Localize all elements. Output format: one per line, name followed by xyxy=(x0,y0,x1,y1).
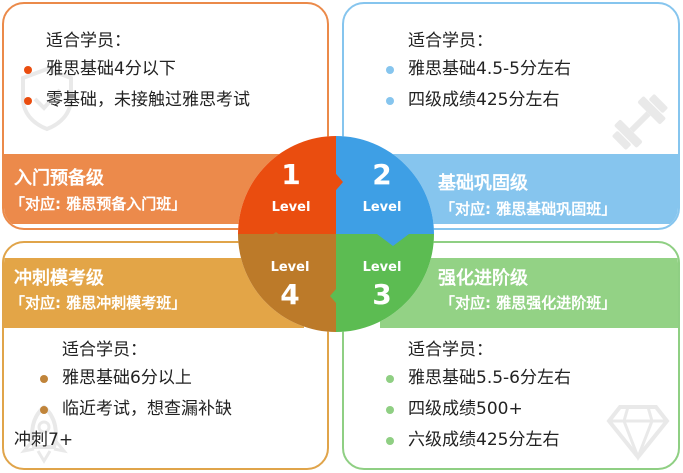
bullet-icon xyxy=(386,406,394,414)
shield-check-icon xyxy=(18,66,76,136)
list-item: 四级成绩425分左右 xyxy=(384,85,571,116)
bullet-icon xyxy=(386,66,394,74)
bullet-icon xyxy=(24,97,32,105)
bullet-icon xyxy=(24,66,32,74)
bullet-icon xyxy=(40,406,48,414)
list-item: 雅思基础6分以上 xyxy=(38,363,232,394)
level-1-label: Level xyxy=(271,200,311,215)
arrow-down-icon xyxy=(377,234,409,246)
arrow-right-icon xyxy=(331,168,343,196)
bullet-icon xyxy=(40,375,48,383)
arrow-left-icon xyxy=(330,282,342,310)
criteria-heading: 适合学员： xyxy=(62,340,147,360)
bullet-icon xyxy=(386,375,394,383)
list-item: 雅思基础4分以下 xyxy=(22,54,250,85)
level-1-number: 1 xyxy=(281,158,301,191)
level-4-number: 4 xyxy=(280,278,300,311)
rocket-icon xyxy=(16,403,72,468)
level-4-title: 冲刺模考级 xyxy=(14,268,104,289)
level-3-criteria: 适合学员： 雅思基础5.5-6分左右 四级成绩500+ 六级成绩425分左右 xyxy=(384,335,571,456)
level-1-title: 入门预备级 xyxy=(14,168,104,189)
criteria-heading: 适合学员： xyxy=(408,31,493,51)
card-level-1: 适合学员： 雅思基础4分以下 零基础，未接触过雅思考试 入门预备级 「对应: 雅… xyxy=(2,2,329,230)
level-3-number: 3 xyxy=(372,278,392,311)
dumbbell-icon xyxy=(606,88,674,160)
diamond-icon xyxy=(606,403,670,465)
list-item: 六级成绩425分左右 xyxy=(384,425,571,456)
level-4-label: Level xyxy=(270,260,310,275)
criteria-heading: 适合学员： xyxy=(46,31,131,51)
level-2-criteria: 适合学员： 雅思基础4.5-5分左右 四级成绩425分左右 xyxy=(384,26,571,116)
hub-quadrant-3 xyxy=(336,234,434,332)
level-1-criteria: 适合学员： 雅思基础4分以下 零基础，未接触过雅思考试 xyxy=(22,26,250,116)
bullet-icon xyxy=(386,97,394,105)
hub-quadrant-2 xyxy=(336,136,434,234)
level-3-title: 强化进阶级 xyxy=(438,268,528,289)
level-4-subtitle: 「对应: 雅思冲刺模考班」 xyxy=(10,294,187,312)
level-2-number: 2 xyxy=(372,158,392,191)
list-item: 雅思基础4.5-5分左右 xyxy=(384,54,571,85)
list-item: 临近考试，想查漏补缺 xyxy=(38,394,232,425)
hub-quadrant-4 xyxy=(238,234,336,332)
hub-quadrant-1 xyxy=(238,136,336,234)
criteria-heading: 适合学员： xyxy=(408,340,493,360)
level-1-subtitle: 「对应: 雅思预备入门班」 xyxy=(10,195,187,213)
level-4-criteria: 适合学员： 雅思基础6分以上 临近考试，想查漏补缺 冲刺7+ xyxy=(14,335,232,456)
level-2-subtitle: 「对应: 雅思基础巩固班」 xyxy=(440,200,617,218)
list-item: 四级成绩500+ xyxy=(384,394,571,425)
level-3-subtitle: 「对应: 雅思强化进阶班」 xyxy=(440,294,617,312)
bullet-icon xyxy=(386,437,394,445)
level-2-title: 基础巩固级 xyxy=(438,173,528,194)
level-3-label: Level xyxy=(362,260,402,275)
arrow-up-icon xyxy=(260,232,292,244)
level-2-label: Level xyxy=(362,200,402,215)
list-item: 雅思基础5.5-6分左右 xyxy=(384,363,571,394)
list-item-continuation: 冲刺7+ xyxy=(14,430,74,450)
list-item: 零基础，未接触过雅思考试 xyxy=(22,85,250,116)
